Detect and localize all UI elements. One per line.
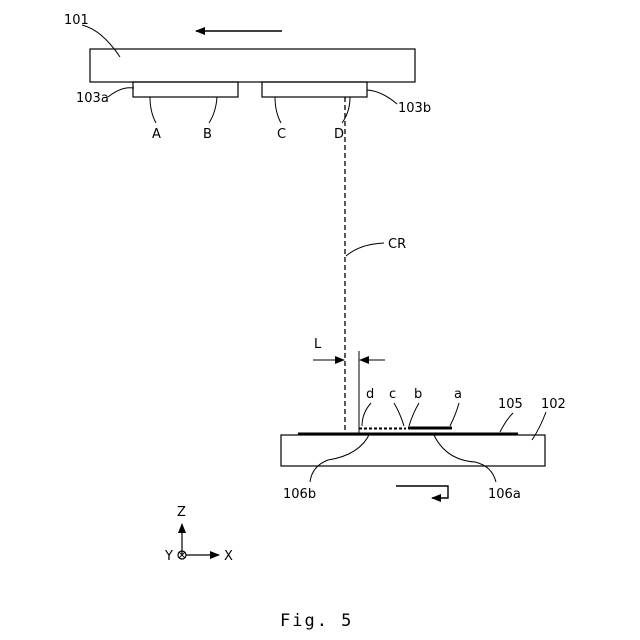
label-A: A	[152, 127, 161, 142]
label-a: a	[454, 387, 462, 402]
l-label: L	[314, 337, 322, 352]
film-label: 105	[498, 397, 523, 412]
right-block-leader	[367, 90, 397, 104]
leader-b	[409, 403, 419, 426]
leader-D	[342, 97, 350, 123]
label-b: b	[414, 387, 422, 402]
region-a-leader	[433, 433, 496, 482]
region-b-label: 106b	[283, 487, 316, 502]
right-block	[262, 82, 367, 97]
left-block-leader	[108, 88, 134, 97]
label-D: D	[334, 127, 344, 142]
left-block-label: 103a	[76, 91, 109, 106]
right-block-label: 103b	[398, 101, 431, 116]
leader-c	[394, 403, 404, 426]
leader-a	[450, 403, 459, 426]
y-axis-label: Y	[164, 549, 173, 564]
stage-label: 102	[541, 397, 566, 412]
label-C: C	[277, 127, 286, 142]
cr-leader	[346, 243, 384, 256]
label-d: d	[366, 387, 374, 402]
z-axis-label: Z	[177, 505, 186, 520]
leader-B	[209, 97, 217, 123]
leader-A	[150, 97, 156, 123]
label-B: B	[203, 127, 212, 142]
x-axis-label: X	[224, 549, 233, 564]
label-c: c	[389, 387, 396, 402]
region-b-leader	[310, 433, 370, 482]
leader-d	[362, 403, 371, 426]
stage-leader	[532, 412, 546, 440]
region-a-label: 106a	[488, 487, 521, 502]
film-leader	[500, 413, 513, 432]
leader-C	[275, 97, 281, 123]
figure-caption: Fig. 5	[280, 611, 353, 631]
cr-label: CR	[388, 237, 406, 252]
stage-plate	[281, 435, 545, 466]
stage-motion-arrow	[396, 486, 448, 498]
head-plate	[90, 49, 415, 82]
head-leader	[82, 25, 120, 57]
coordinate-axes: Z Y X	[164, 505, 233, 564]
left-block	[133, 82, 238, 97]
